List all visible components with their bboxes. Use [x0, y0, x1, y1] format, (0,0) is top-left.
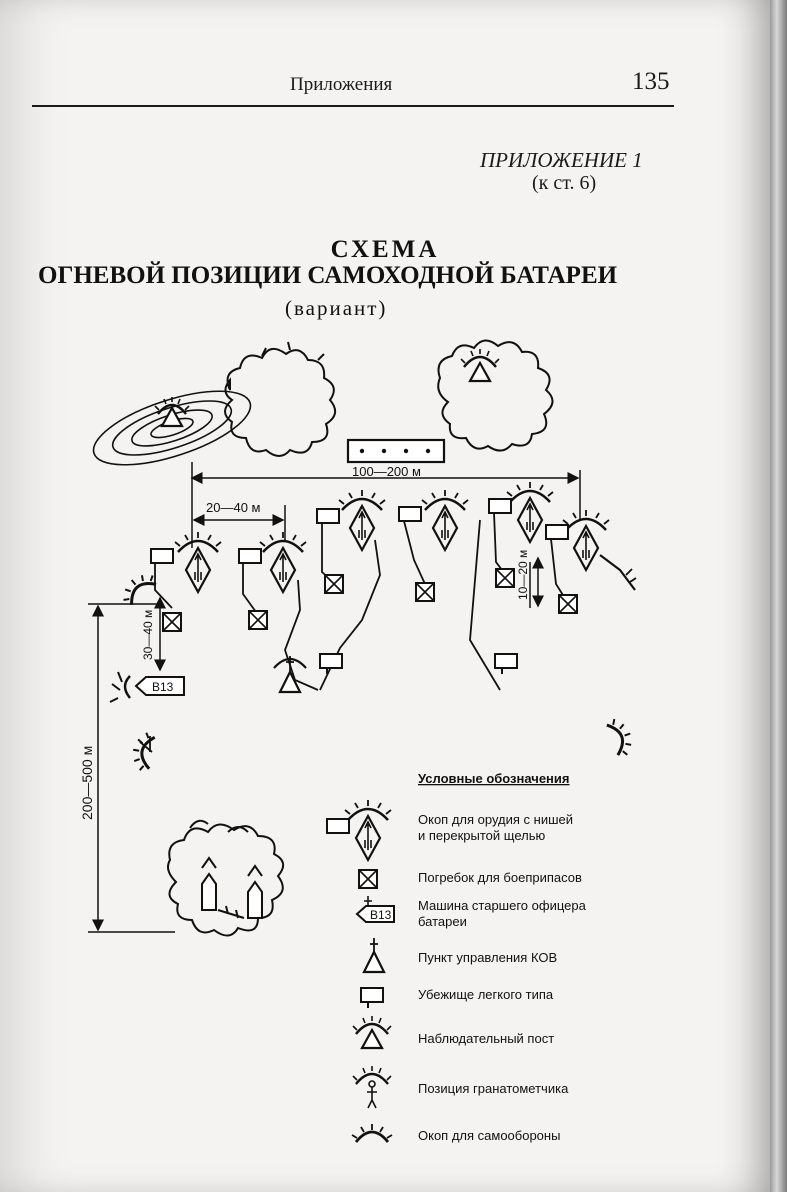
- gun-trench-icon: [398, 488, 470, 602]
- legend-observation-post-icon: [352, 1016, 392, 1050]
- vehicle-code: В13: [152, 680, 174, 694]
- forest-bottom: [167, 819, 285, 937]
- legend-label-5: Убежище легкого типа: [418, 987, 554, 1002]
- page-number: 135: [632, 68, 670, 95]
- legend-label-1a: Окоп для орудия с нишей: [418, 812, 573, 827]
- appendix-title: ПРИЛОЖЕНИЕ 1: [480, 148, 643, 172]
- firing-position-diagram: 100—200 м 20—40 м 10—20 м 30—40 м 200—50…: [79, 339, 639, 1143]
- legend-label-2: Погребок для боеприпасов: [418, 870, 582, 885]
- gun-trench-icon: [238, 530, 319, 691]
- dimension-label-1: 100—200 м: [352, 464, 421, 479]
- legend-self-defense-trench-icon: [351, 1124, 393, 1143]
- scheme-subtitle: (вариант): [285, 296, 388, 320]
- book-page: Приложения 135 ПРИЛОЖЕНИЕ 1 (к ст. 6) СХ…: [0, 0, 770, 1192]
- forest-top-left: [224, 341, 337, 457]
- dimension-lines: [88, 462, 581, 933]
- legend-label-3a: Машина старшего офицера: [418, 898, 587, 913]
- scheme-title-line1: СХЕМА: [330, 236, 440, 263]
- gun-trench-icon: [150, 530, 223, 632]
- legend-label-3b: батареи: [418, 914, 467, 929]
- legend-label-6: Наблюдательный пост: [418, 1031, 554, 1046]
- scheme-title-line2: ОГНЕВОЙ ПОЗИЦИИ САМОХОДНОЙ БАТАРЕИ: [38, 262, 618, 289]
- light-shelter-icon: [319, 653, 343, 675]
- observation-post-icon: [460, 349, 500, 383]
- light-shelter-icon: [494, 653, 518, 675]
- gun-trench-icon: [545, 508, 637, 614]
- dimension-label-2: 20—40 м: [206, 500, 261, 515]
- observation-post-icon: [154, 397, 190, 428]
- hill-contours: [92, 390, 252, 466]
- dimension-label-3: 10—20 м: [516, 550, 530, 600]
- running-head: Приложения: [290, 74, 393, 95]
- battery-vehicle-icon: [346, 438, 446, 464]
- legend-vehicle-code: В13: [370, 908, 392, 922]
- legend-label-8: Окоп для самообороны: [418, 1128, 560, 1143]
- legend-heading: Условные обозначения: [418, 771, 569, 786]
- gun-trench-icon: [469, 480, 555, 691]
- dimension-label-5: 200—500 м: [79, 746, 95, 820]
- legend-senior-officer-vehicle-icon: В13: [355, 896, 395, 923]
- legend-ammo-cellar-icon: [358, 869, 378, 889]
- book-spine-edge: [770, 0, 787, 1192]
- header-rule: [32, 105, 674, 107]
- kov-control-point-icon: [273, 656, 307, 694]
- legend-label-1b: и перекрытой щелью: [418, 828, 545, 843]
- self-defense-trench-icon: [115, 566, 160, 609]
- legend-kov-control-point-icon: [362, 938, 386, 974]
- senior-officer-vehicle-icon: В13: [109, 671, 185, 703]
- legend-label-7: Позиция гранатометчика: [418, 1081, 569, 1096]
- grenadier-position-icon: [139, 736, 153, 753]
- legend-label-4: Пункт управления КОВ: [418, 950, 557, 965]
- forest-top-right: [437, 339, 554, 452]
- legend-gun-trench-icon: [326, 798, 393, 862]
- appendix-reference: (к ст. 6): [532, 172, 597, 194]
- self-defense-trench-icon: [604, 714, 639, 760]
- dimension-label-4: 30—40 м: [141, 610, 155, 660]
- legend-light-shelter-icon: [360, 987, 384, 1009]
- legend-grenadier-position-icon: [352, 1066, 392, 1109]
